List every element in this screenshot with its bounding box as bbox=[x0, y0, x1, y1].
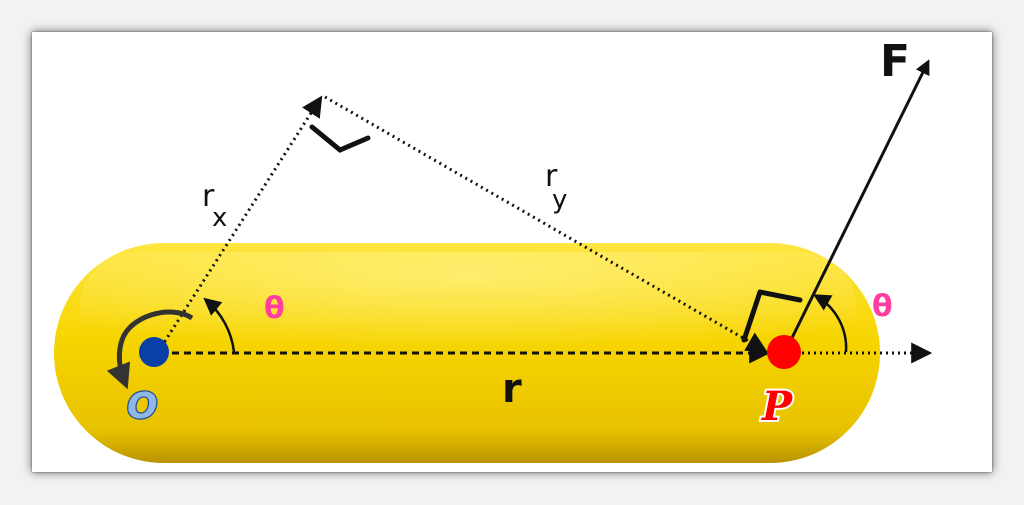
right-angle-p bbox=[741, 289, 803, 343]
right-angle-top bbox=[309, 124, 371, 153]
origin-dot bbox=[139, 337, 169, 367]
force-label: F bbox=[880, 36, 910, 87]
rotation-arrow bbox=[106, 309, 194, 390]
theta-arc-right bbox=[812, 294, 848, 353]
theta-label-left: θ bbox=[264, 291, 285, 326]
theta-label-right: θ bbox=[872, 289, 893, 324]
r-label: r bbox=[502, 366, 522, 412]
point-label: P bbox=[761, 383, 794, 430]
rx-label-main: r bbox=[202, 179, 215, 214]
point-dot bbox=[767, 335, 801, 369]
force-arrow bbox=[786, 59, 930, 347]
ry-line bbox=[324, 95, 768, 353]
origin-label: O bbox=[127, 386, 158, 427]
rx-line bbox=[156, 95, 323, 353]
ry-label-sub: y bbox=[552, 185, 567, 215]
theta-arc-left bbox=[203, 297, 236, 353]
ry-label-main: r bbox=[545, 159, 558, 194]
rx-label-sub: x bbox=[212, 203, 227, 233]
